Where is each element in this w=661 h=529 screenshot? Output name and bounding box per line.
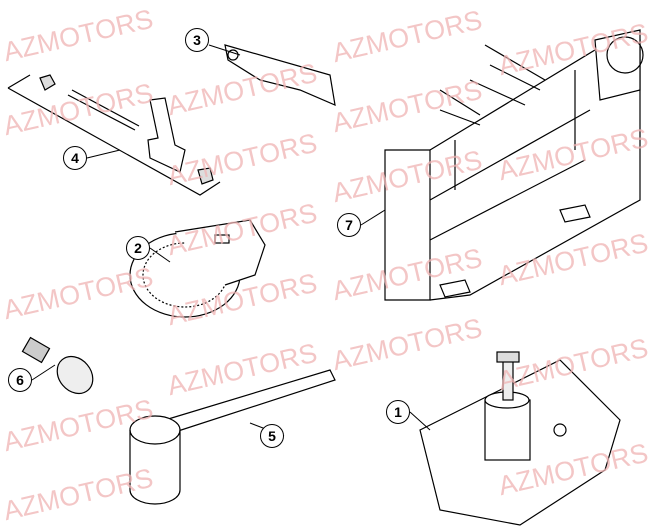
part-3-strap (224, 44, 336, 106)
part-2-gear-holder (129, 219, 266, 318)
part-7-frame (384, 29, 644, 301)
part-6-puller (21, 336, 94, 395)
callout-7[interactable]: 7 (337, 213, 361, 237)
part-4-bracket-rod (7, 74, 221, 196)
callout-6[interactable]: 6 (8, 368, 32, 392)
part-1-hub-plate (419, 351, 621, 526)
callout-2[interactable]: 2 (126, 236, 150, 260)
callout-1[interactable]: 1 (386, 400, 410, 424)
callout-4[interactable]: 4 (63, 146, 87, 170)
callout-5[interactable]: 5 (260, 424, 284, 448)
part-5-ring-wrench (129, 369, 336, 505)
callout-3[interactable]: 3 (185, 28, 209, 52)
